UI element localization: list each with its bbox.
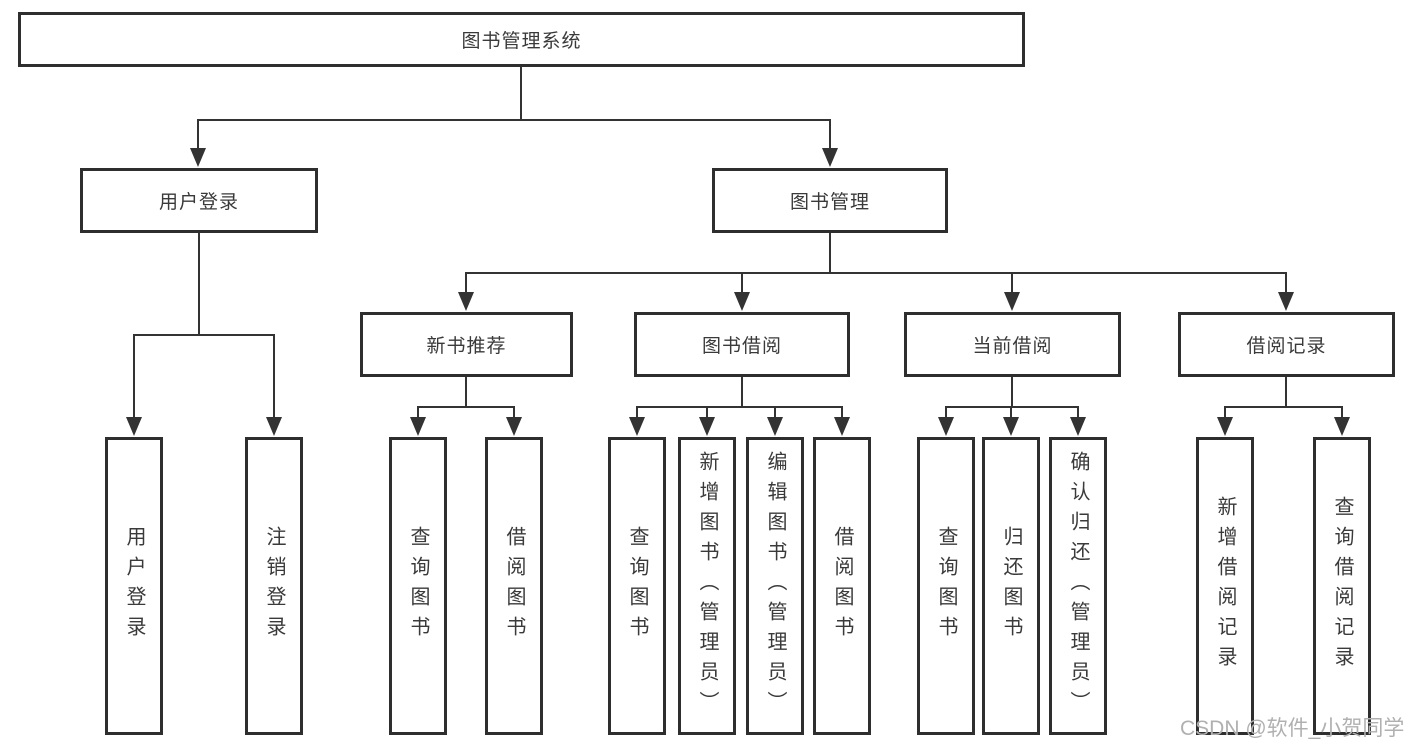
node-user-login: 用户登录 xyxy=(80,168,318,233)
node-label: 图书管理 xyxy=(789,192,870,213)
node-label: 新增图书（管理员） xyxy=(696,451,718,721)
node-library-management-system: 图书管理系统 xyxy=(18,12,1025,67)
arrow-down-icon xyxy=(458,292,474,311)
connector-root-stub xyxy=(520,67,522,121)
connector-drop-leaf xyxy=(1224,406,1226,420)
connector-new-book-stub xyxy=(465,377,467,408)
arrow-down-icon xyxy=(1070,417,1086,436)
node-borrowing-records: 借阅记录 xyxy=(1178,312,1395,377)
leaf-search-books-3: 查询图书 xyxy=(917,437,975,735)
node-label: 查询图书 xyxy=(407,526,429,646)
connector-drop-leaf xyxy=(1341,406,1343,420)
connector-drop-borrow-records xyxy=(1285,272,1287,294)
arrow-down-icon xyxy=(1278,292,1294,311)
connector-drop-current-borrow xyxy=(1011,272,1013,294)
connector-borrow-records-stub xyxy=(1285,377,1287,408)
node-label: 借阅图书 xyxy=(503,526,525,646)
arrow-down-icon xyxy=(834,417,850,436)
connector-drop-leaf xyxy=(841,406,843,420)
node-label: 图书借阅 xyxy=(701,336,782,357)
connector-group3-hline xyxy=(636,406,843,408)
node-current-borrowing: 当前借阅 xyxy=(904,312,1121,377)
node-label: 注销登录 xyxy=(263,526,285,646)
node-label: 查询借阅记录 xyxy=(1331,496,1353,676)
arrow-down-icon xyxy=(629,417,645,436)
leaf-search-books-1: 查询图书 xyxy=(389,437,447,735)
node-label: 借阅图书 xyxy=(831,526,853,646)
leaf-add-borrow-record: 新增借阅记录 xyxy=(1196,437,1254,735)
connector-drop-leaf xyxy=(636,406,638,420)
connector-drop-leaf xyxy=(1077,406,1079,420)
arrow-down-icon xyxy=(1334,417,1350,436)
node-label: 当前借阅 xyxy=(972,336,1053,357)
node-label: 确认归还（管理员） xyxy=(1067,451,1089,721)
leaf-borrow-books-2: 借阅图书 xyxy=(813,437,871,735)
connector-book-borrow-stub xyxy=(741,377,743,408)
connector-drop-new-book xyxy=(465,272,467,294)
arrow-down-icon xyxy=(822,148,838,167)
leaf-add-books-admin: 新增图书（管理员） xyxy=(678,437,736,735)
connector-drop-leaf xyxy=(1010,406,1012,420)
leaf-confirm-return-admin: 确认归还（管理员） xyxy=(1049,437,1107,735)
node-label: 借阅记录 xyxy=(1246,336,1327,357)
node-label: 新书推荐 xyxy=(426,336,507,357)
connector-drop-leaf xyxy=(417,406,419,420)
connector-drop-book-management xyxy=(829,119,831,150)
node-label: 编辑图书（管理员） xyxy=(764,451,786,721)
node-new-book-recommendation: 新书推荐 xyxy=(360,312,573,377)
leaf-logout: 注销登录 xyxy=(245,437,303,735)
node-label: 用户登录 xyxy=(123,526,145,646)
leaf-borrow-books-1: 借阅图书 xyxy=(485,437,543,735)
arrow-down-icon xyxy=(767,417,783,436)
node-label: 图书管理系统 xyxy=(461,31,582,52)
node-label: 查询图书 xyxy=(626,526,648,646)
connector-drop-leaf xyxy=(945,406,947,420)
leaf-user-login-action: 用户登录 xyxy=(105,437,163,735)
node-label: 新增借阅记录 xyxy=(1214,496,1236,676)
connector-drop-leaf xyxy=(273,334,275,418)
connector-drop-leaf xyxy=(706,406,708,420)
arrow-down-icon xyxy=(266,417,282,436)
arrow-down-icon xyxy=(410,417,426,436)
arrow-down-icon xyxy=(1004,292,1020,311)
connector-group2-hline xyxy=(417,406,515,408)
leaf-return-books: 归还图书 xyxy=(982,437,1040,735)
arrow-down-icon xyxy=(1003,417,1019,436)
node-label: 归还图书 xyxy=(1000,526,1022,646)
arrow-down-icon xyxy=(1217,417,1233,436)
connector-drop-book-borrow xyxy=(741,272,743,294)
connector-drop-leaf xyxy=(133,334,135,418)
arrow-down-icon xyxy=(938,417,954,436)
arrow-down-icon xyxy=(699,417,715,436)
connector-group4-hline xyxy=(945,406,1079,408)
connector-group5-hline xyxy=(1224,406,1343,408)
node-label: 用户登录 xyxy=(158,192,239,213)
csdn-watermark: CSDN @软件_小贺同学 xyxy=(1180,717,1405,740)
arrow-down-icon xyxy=(190,148,206,167)
connector-drop-user-login xyxy=(197,119,199,150)
connector-level2-hline xyxy=(197,119,831,121)
leaf-edit-books-admin: 编辑图书（管理员） xyxy=(746,437,804,735)
arrow-down-icon xyxy=(506,417,522,436)
connector-group1-hline xyxy=(133,334,275,336)
connector-book-management-stub xyxy=(829,233,831,274)
connector-level3-hline xyxy=(465,272,1287,274)
arrow-down-icon xyxy=(734,292,750,311)
leaf-search-borrow-record: 查询借阅记录 xyxy=(1313,437,1371,735)
arrow-down-icon xyxy=(126,417,142,436)
node-label: 查询图书 xyxy=(935,526,957,646)
node-book-management: 图书管理 xyxy=(712,168,948,233)
connector-current-borrow-stub xyxy=(1011,377,1013,408)
node-book-borrowing: 图书借阅 xyxy=(634,312,850,377)
connector-drop-leaf xyxy=(513,406,515,420)
connector-user-login-stub xyxy=(198,233,200,336)
leaf-search-books-2: 查询图书 xyxy=(608,437,666,735)
connector-drop-leaf xyxy=(774,406,776,420)
